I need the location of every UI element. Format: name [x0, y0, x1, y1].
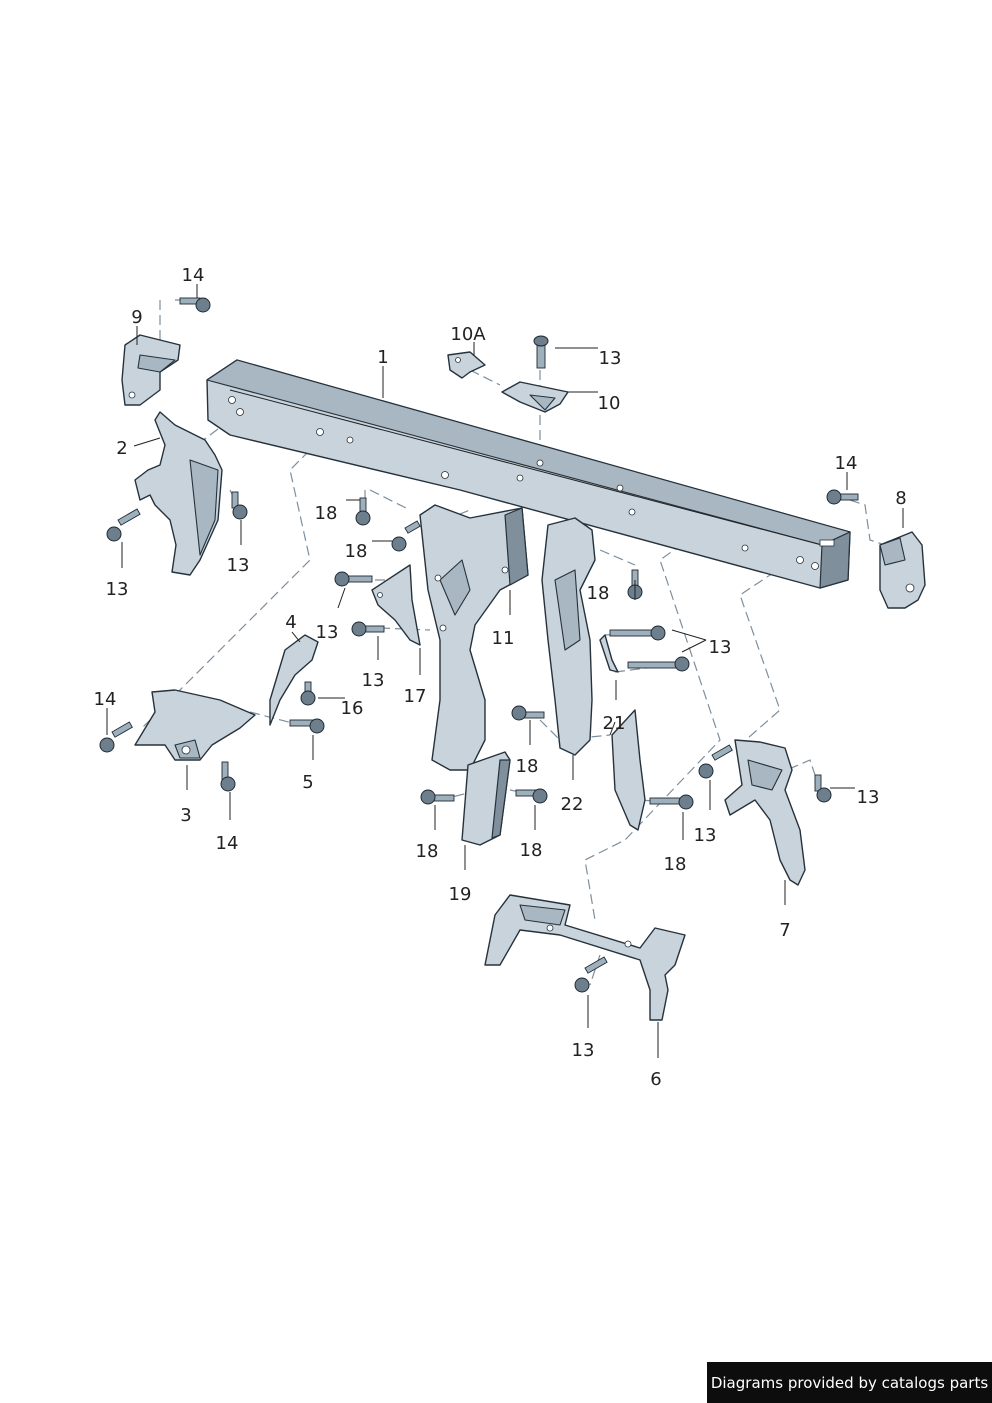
bolt-18-f — [515, 788, 548, 804]
bracket-6 — [484, 894, 686, 1021]
callout-13: 13 — [362, 670, 385, 691]
callout-18: 18 — [587, 583, 610, 604]
callout-13: 13 — [106, 579, 129, 600]
bracket-22 — [541, 517, 596, 756]
leader-lines — [106, 284, 904, 1058]
bracket-4 — [269, 634, 319, 726]
callout-13: 13 — [316, 622, 339, 643]
callout-17: 17 — [404, 686, 427, 707]
callout-10: 10 — [598, 393, 621, 414]
callout-22: 22 — [561, 794, 584, 815]
callout-4: 4 — [285, 612, 296, 633]
callout-8: 8 — [895, 488, 906, 509]
bolts — [99, 297, 859, 993]
bracket-3 — [134, 689, 256, 761]
bolt-13-e — [609, 625, 666, 641]
bolt-18-b — [391, 520, 421, 552]
bolt-18-d — [511, 705, 545, 721]
bolt-13-c — [334, 571, 373, 587]
callout-18: 18 — [664, 854, 687, 875]
bracket-7 — [724, 739, 806, 886]
callout-14: 14 — [182, 265, 205, 286]
bracket-11 — [419, 504, 529, 771]
callout-13: 13 — [694, 825, 717, 846]
bracket-9 — [121, 334, 181, 406]
callout-16: 16 — [341, 698, 364, 719]
callout-13: 13 — [857, 787, 880, 808]
bolt-13-h — [814, 774, 832, 803]
callout-14: 14 — [835, 453, 858, 474]
callout-6: 6 — [650, 1069, 661, 1090]
bracket-21 — [599, 634, 646, 831]
callout-5: 5 — [302, 772, 313, 793]
bolt-14-d — [220, 761, 236, 792]
attribution-text: Diagrams provided by catalogs parts — [710, 1373, 989, 1392]
bolt-18-a — [355, 497, 371, 526]
bolt-13-left-a — [106, 508, 141, 542]
bolt-16 — [300, 681, 316, 706]
callout-11: 11 — [492, 628, 515, 649]
bolt-13-f — [627, 656, 690, 672]
bolt-18-g — [649, 794, 694, 810]
bolt-14-right — [826, 489, 859, 505]
callout-13: 13 — [709, 637, 732, 658]
bracket-8 — [879, 531, 926, 609]
callout-14: 14 — [216, 833, 239, 854]
bolt-14-top — [179, 297, 211, 313]
bolt-13-i — [574, 956, 608, 993]
callout-13: 13 — [227, 555, 250, 576]
bracket-10 — [501, 381, 569, 413]
bracket-17 — [371, 564, 421, 646]
callout-14: 14 — [94, 689, 117, 710]
callout-18: 18 — [520, 840, 543, 861]
bolt-5 — [289, 718, 325, 734]
callout-10a: 10A — [450, 324, 486, 345]
callout-18: 18 — [345, 541, 368, 562]
callout-13: 13 — [572, 1040, 595, 1061]
callout-21: 21 — [603, 713, 626, 734]
callout-7: 7 — [779, 920, 790, 941]
bolt-14-c — [99, 721, 133, 753]
bolt-13-left-b — [231, 491, 248, 520]
bolt-18-e — [420, 789, 455, 805]
callout-18: 18 — [516, 756, 539, 777]
bolt-13-d — [351, 621, 385, 637]
bolt-13-g — [698, 744, 733, 779]
callout-19: 19 — [449, 884, 472, 905]
crossmember-1 — [206, 359, 851, 589]
callout-18: 18 — [416, 841, 439, 862]
bolt-13-top — [533, 335, 549, 369]
attribution-banner: Diagrams provided by catalogs parts — [707, 1362, 992, 1403]
callout-2: 2 — [116, 438, 127, 459]
bracket-2 — [134, 411, 223, 576]
callout-1: 1 — [377, 347, 388, 368]
callout-3: 3 — [180, 805, 191, 826]
callout-18: 18 — [315, 503, 338, 524]
callout-13: 13 — [599, 348, 622, 369]
bracket-19 — [461, 751, 511, 846]
callout-9: 9 — [131, 307, 142, 328]
bracket-10a — [447, 351, 486, 379]
callout-labels: 14 9 10A 1 13 10 2 14 8 18 18 13 13 18 4… — [94, 265, 907, 1090]
